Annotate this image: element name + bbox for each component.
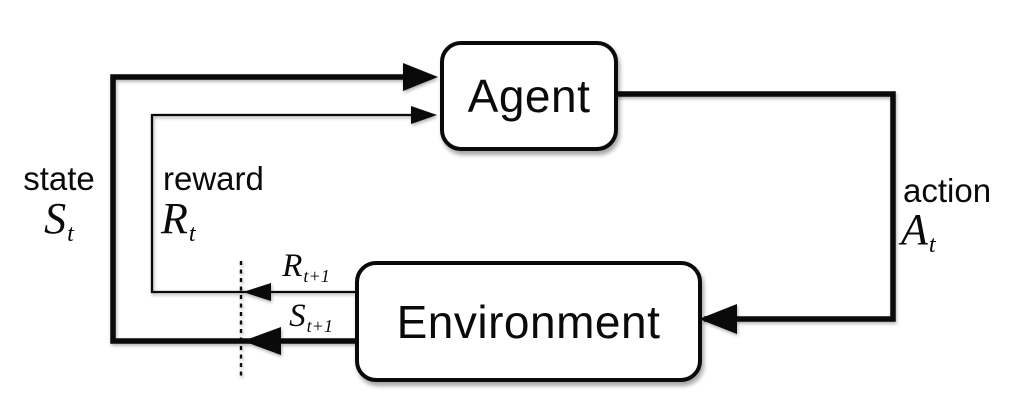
agent-node: Agent <box>440 41 618 151</box>
reward-label: reward <box>163 160 264 197</box>
state-arrowhead-icon <box>403 63 438 91</box>
environment-node: Environment <box>355 261 702 382</box>
state-label: state <box>23 160 95 197</box>
next-reward-arrowhead-icon <box>243 283 271 301</box>
action-label: action <box>903 172 992 209</box>
state-edge-line <box>110 74 408 344</box>
reward-symbol: Rt <box>161 194 196 247</box>
state-symbol: St <box>44 194 74 247</box>
environment-node-label: Environment <box>396 295 661 348</box>
next-state-arrowhead-icon <box>243 327 281 355</box>
action-arrowhead-icon <box>699 304 737 334</box>
action-edge-line <box>612 91 896 322</box>
next-state-symbol: St+1 <box>289 298 333 336</box>
agent-node-label: Agent <box>467 70 591 122</box>
action-symbol: At <box>901 205 936 258</box>
next-reward-symbol: Rt+1 <box>282 248 330 286</box>
reward-arrowhead-icon <box>411 106 437 124</box>
